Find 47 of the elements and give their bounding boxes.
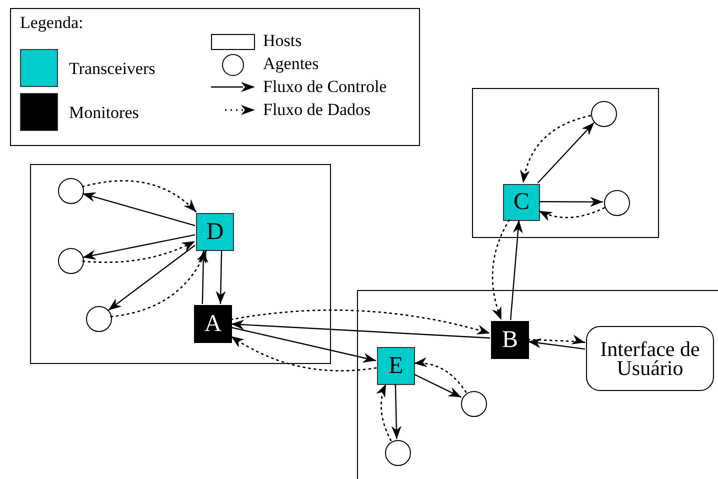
- legend-text: Agentes: [263, 54, 319, 74]
- agent-circle: [591, 101, 617, 127]
- dotted-arrow: [538, 207, 606, 221]
- agent-circle: [604, 190, 630, 216]
- arrow: [216, 250, 226, 304]
- host-box: [472, 88, 659, 238]
- arrow: [108, 244, 196, 311]
- arrow: [391, 384, 402, 440]
- dotted-arrow: [492, 219, 510, 321]
- arrow: [198, 250, 208, 304]
- dotted-arrow: [527, 335, 586, 346]
- host-box: [30, 164, 331, 364]
- agent-circle: [86, 306, 112, 332]
- agent-circle: [385, 440, 411, 466]
- dotted-arrow: [376, 383, 392, 442]
- dotted-arrow: [413, 358, 467, 393]
- dotted-arrow: [230, 335, 377, 372]
- agent-circle: [58, 248, 84, 274]
- agent-circle: [58, 178, 84, 204]
- dotted-arrow: [82, 240, 196, 263]
- arrow: [230, 320, 490, 339]
- legend-text: Fluxo de Dados: [263, 100, 371, 120]
- arrow: [414, 374, 462, 398]
- arrow: [230, 326, 376, 363]
- dotted-arrow: [110, 249, 207, 318]
- dotted-arrow: [230, 309, 491, 335]
- arrow: [539, 196, 603, 207]
- arrow: [537, 122, 595, 184]
- transceiver-box: E: [377, 347, 415, 385]
- dotted-arrow: [82, 180, 197, 213]
- legend-text: Hosts: [263, 31, 302, 51]
- host-box: [357, 290, 718, 479]
- monitor-box: A: [194, 305, 232, 343]
- arrow: [510, 220, 523, 320]
- monitor-box: B: [491, 321, 529, 359]
- arrow: [82, 234, 196, 260]
- interface-box: Interface de Usuário: [586, 326, 714, 391]
- legend-text: Fluxo de Controle: [263, 77, 387, 97]
- legend-text: Monitores: [69, 103, 139, 123]
- agent-circle: [461, 391, 487, 417]
- arrow: [82, 192, 196, 226]
- legend-title: Legenda:: [20, 13, 84, 33]
- transceiver-box: C: [503, 184, 540, 221]
- legend-text: Transceivers: [69, 59, 156, 79]
- arrow: [528, 338, 586, 350]
- dotted-arrow: [520, 115, 591, 184]
- transceiver-box: D: [196, 213, 234, 251]
